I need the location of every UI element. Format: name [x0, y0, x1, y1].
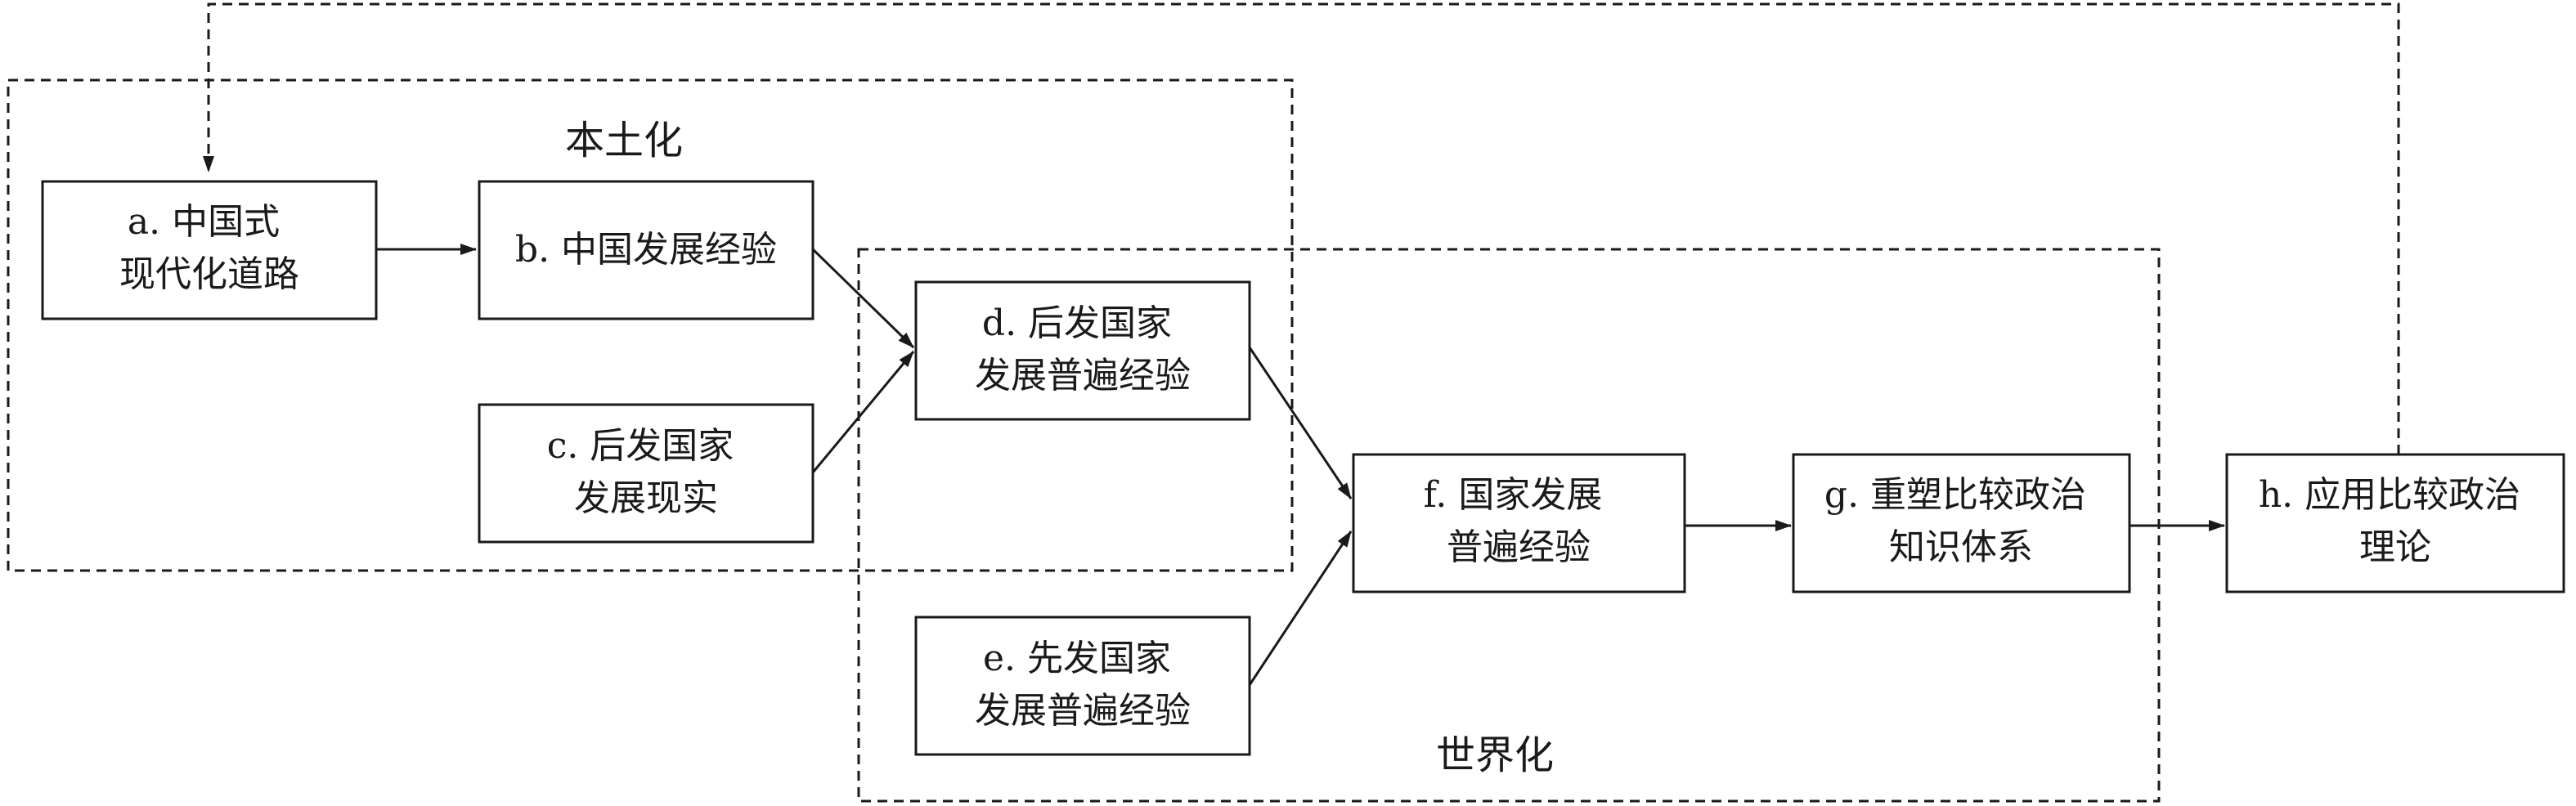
- svg-text:f. 国家发展 普遍经验: f. 国家发展 普遍经验: [1424, 474, 1614, 568]
- node-a: a. 中国式 现代化道路: [41, 180, 378, 320]
- node-c: c. 后发国家 发展现实: [478, 403, 815, 544]
- svg-text:a. 中国式 现代化道路: a. 中国式 现代化道路: [119, 201, 299, 295]
- node-b-line-1: b. 中国发展经验: [515, 229, 777, 271]
- edge-b-d: [811, 248, 915, 349]
- node-d-line-1: d. 后发国家: [982, 302, 1172, 344]
- node-h: h. 应用比较政治 理论: [2225, 453, 2565, 593]
- node-e-line-1: e. 先发国家: [983, 638, 1171, 679]
- svg-text:g. 重塑比较政治 知识体系: g. 重塑比较政治 知识体系: [1824, 474, 2098, 568]
- node-a-line-2: 现代化道路: [119, 253, 299, 295]
- svg-text:e. 先发国家 发展普遍经验: e. 先发国家 发展普遍经验: [975, 638, 1191, 732]
- node-f-line-2: 普遍经验: [1447, 526, 1591, 568]
- edge-e-f: [1248, 531, 1353, 686]
- node-f: f. 国家发展 普遍经验: [1352, 453, 1686, 593]
- edge-d-f: [1248, 347, 1353, 499]
- node-f-line-1: f. 国家发展: [1424, 474, 1603, 516]
- region-localization: 本土化: [7, 78, 1294, 572]
- node-b: b. 中国发展经验: [478, 180, 815, 320]
- svg-text:h. 应用比较政治 理论: h. 应用比较政治 理论: [2259, 474, 2532, 568]
- edge-c-d: [811, 351, 915, 473]
- region-localization-label: 本土化: [565, 118, 683, 163]
- node-a-line-1: a. 中国式: [128, 201, 280, 243]
- node-g: g. 重塑比较政治 知识体系: [1792, 453, 2131, 593]
- node-e: e. 先发国家 发展普遍经验: [914, 616, 1251, 756]
- node-e-line-2: 发展普遍经验: [975, 690, 1191, 732]
- node-g-line-2: 知识体系: [1889, 526, 2033, 568]
- node-d-line-2: 发展普遍经验: [975, 355, 1191, 396]
- node-d: d. 后发国家 发展普遍经验: [914, 280, 1251, 421]
- edges: [203, 2, 2400, 686]
- node-h-line-1: h. 应用比较政治: [2259, 474, 2520, 516]
- svg-text:b. 中国发展经验: b. 中国发展经验: [515, 229, 777, 271]
- node-g-line-1: g. 重塑比较政治: [1824, 474, 2086, 516]
- svg-text:c. 后发国家 发展现实: c. 后发国家 发展现实: [547, 425, 746, 519]
- node-c-line-1: c. 后发国家: [547, 425, 734, 467]
- node-c-line-2: 发展现实: [574, 477, 718, 519]
- region-globalization-label: 世界化: [1436, 732, 1554, 778]
- edge-h-a-feedback: [203, 2, 2400, 454]
- svg-text:d. 后发国家 发展普遍经验: d. 后发国家 发展普遍经验: [975, 302, 1191, 396]
- node-h-line-2: 理论: [2359, 526, 2431, 568]
